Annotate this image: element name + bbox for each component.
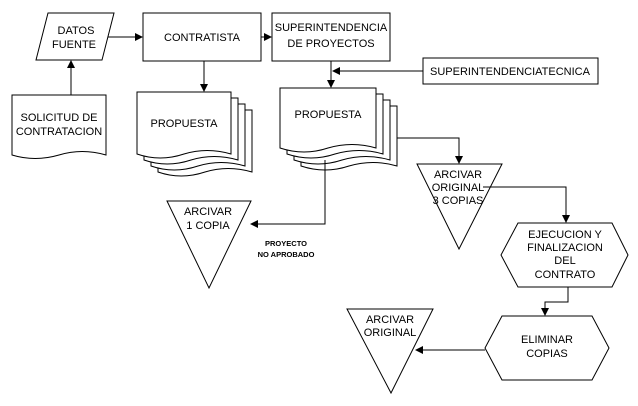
- arcivar-3-line1: ARCIVAR: [434, 169, 482, 181]
- contratista-label: CONTRATISTA: [164, 32, 241, 44]
- superintendencia-proyectos-line2: DE PROYECTOS: [287, 38, 374, 50]
- arrow-arcivar3-to-ejecucion: [483, 186, 570, 223]
- connectors: [67, 33, 570, 354]
- datos-fuente-node: DATOS FUENTE: [35, 12, 115, 61]
- arcivar-original-line2: ORIGINAL: [364, 327, 417, 339]
- arcivar-3-copias-node: ARCIVAR ORIGINAL 3 COPIAS: [416, 163, 503, 251]
- arcivar-original-node: ARCIVAR ORIGINAL: [346, 308, 434, 395]
- arcivar-3-line3: 3 COPIAS: [433, 195, 484, 207]
- arrow-propuesta-to-arcivar1: [250, 160, 326, 228]
- proyecto-line1: PROYECTO: [265, 239, 307, 248]
- ejecucion-line3: DEL: [554, 255, 575, 267]
- arcivar-original-line1: ARCIVAR: [366, 314, 414, 326]
- superintendencia-tecnica-label: SUPERINTENDENCIATECNICA: [430, 66, 591, 78]
- superintendencia-tecnica-node: SUPERINTENDENCIATECNICA: [422, 57, 599, 85]
- superintendencia-proyectos-line1: SUPERINTENDENCIA: [275, 22, 388, 34]
- propuesta-1-node: PROPUESTA: [136, 91, 253, 177]
- solicitud-line2: CONTRATACION: [16, 126, 102, 138]
- ejecucion-line2: FINALIZACION: [527, 242, 603, 254]
- solicitud-line1: SOLICITUD DE: [20, 112, 97, 124]
- ejecucion-node: EJECUCION Y FINALIZACION DEL CONTRATO: [500, 222, 629, 288]
- arcivar-3-line2: ORIGINAL: [432, 182, 485, 194]
- proyecto-line2: NO APROBADO: [258, 250, 315, 259]
- proyecto-no-aprobado-note: PROYECTO NO APROBADO: [258, 239, 315, 259]
- arrow-ejecucion-to-eliminar: [541, 287, 569, 316]
- solicitud-node: SOLICITUD DE CONTRATACION: [11, 94, 107, 159]
- arrow-propuesta-to-arcivar3: [397, 137, 463, 164]
- eliminar-node: ELIMINAR COPIAS: [484, 315, 610, 381]
- datos-fuente-line1: DATOS: [58, 25, 95, 37]
- arcivar-1-line1: ARCIVAR: [184, 206, 232, 218]
- contratista-node: CONTRATISTA: [142, 12, 262, 62]
- arcivar-1-copia-node: ARCIVAR 1 COPIA: [166, 200, 252, 290]
- superintendencia-proyectos-node: SUPERINTENDENCIA DE PROYECTOS: [271, 12, 391, 62]
- eliminar-line2: COPIAS: [526, 348, 568, 360]
- datos-fuente-line2: FUENTE: [52, 39, 96, 51]
- propuesta-1-label: PROPUESTA: [150, 118, 218, 130]
- arcivar-1-line2: 1 COPIA: [186, 220, 230, 232]
- eliminar-line1: ELIMINAR: [521, 334, 573, 346]
- ejecucion-line4: CONTRATO: [535, 269, 596, 281]
- ejecucion-line1: EJECUCION Y: [528, 229, 602, 241]
- propuesta-2-label: PROPUESTA: [294, 109, 362, 121]
- propuesta-2-node: PROPUESTA: [279, 87, 398, 171]
